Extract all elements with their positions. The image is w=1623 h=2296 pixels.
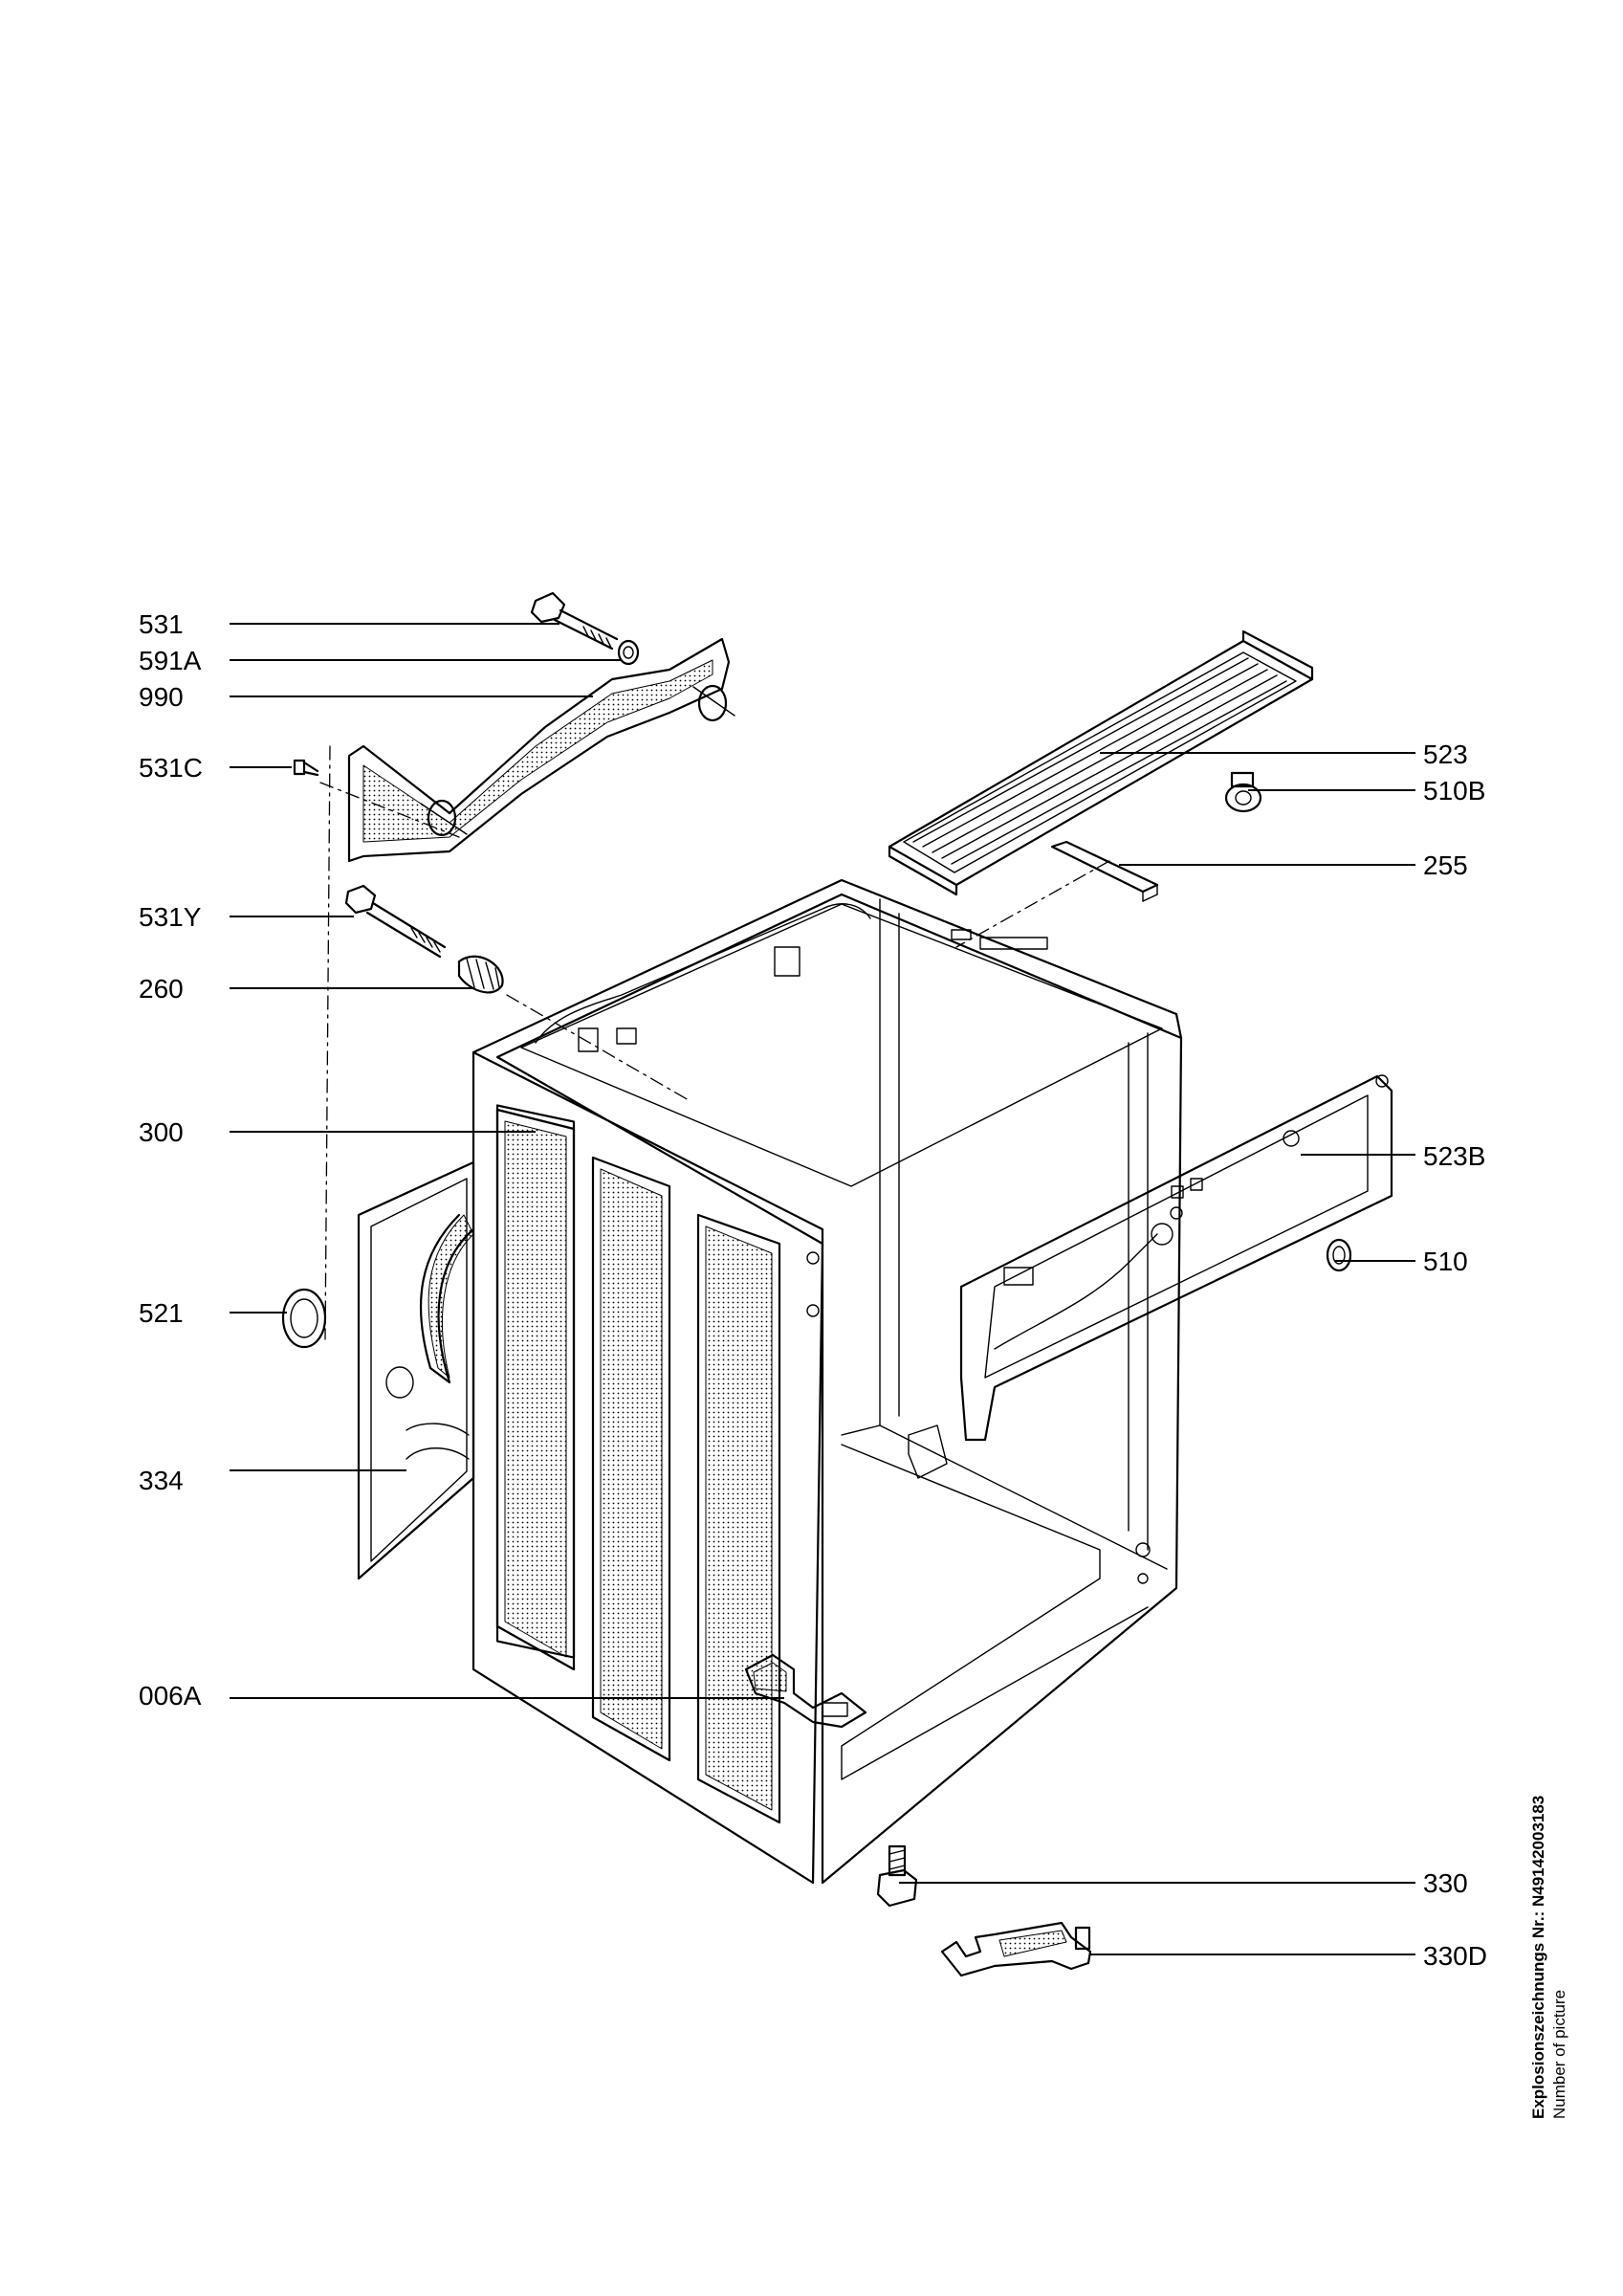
callout-label-260: 260 <box>139 974 184 1004</box>
bar-255-part <box>1050 840 1159 902</box>
callout-531: 531 <box>139 609 559 639</box>
top-grid-cover-523-part <box>888 629 1314 896</box>
callout-510b: 510B <box>1248 776 1485 806</box>
callout-523: 523 <box>1100 740 1468 769</box>
callout-334: 334 <box>139 1466 406 1495</box>
callout-label-300: 300 <box>139 1117 184 1147</box>
callout-521: 521 <box>139 1298 287 1328</box>
callout-label-591a: 591A <box>139 646 202 675</box>
callout-260: 260 <box>139 974 473 1004</box>
callout-531c: 531C <box>139 753 292 783</box>
bolt-531-part <box>530 591 619 651</box>
callout-label-510b: 510B <box>1423 776 1485 806</box>
callout-510: 510 <box>1334 1247 1468 1276</box>
callout-523b: 523B <box>1301 1141 1485 1171</box>
control-bracket-523b-part <box>959 1074 1393 1442</box>
callout-300: 300 <box>139 1117 536 1147</box>
callout-label-990: 990 <box>139 682 184 712</box>
callout-990: 990 <box>139 682 593 712</box>
bolt-531y-part <box>344 884 447 959</box>
cabinet-300-part <box>472 878 1183 1885</box>
callout-531y: 531Y <box>139 902 354 932</box>
callout-330d: 330D <box>1090 1941 1487 1971</box>
grommet-521-part <box>281 1288 327 1349</box>
callout-255: 255 <box>1119 850 1468 880</box>
callout-label-521: 521 <box>139 1298 184 1328</box>
screw-531c-part <box>293 759 319 777</box>
callout-label-523: 523 <box>1423 740 1468 769</box>
ring-510-part <box>1326 1238 1352 1272</box>
bracket-006a-part <box>744 1653 867 1729</box>
rear-panel-334-part <box>357 1160 475 1580</box>
wrench-330d-part <box>940 1921 1092 1977</box>
callout-330: 330 <box>899 1868 1468 1898</box>
drawing-number-title: Explosionszeichnungs Nr.: N49142003183 <box>1529 1795 1547 2119</box>
callout-label-334: 334 <box>139 1466 184 1495</box>
clip-510b-part <box>1224 771 1262 813</box>
callout-label-330: 330 <box>1423 1868 1468 1898</box>
callout-006a: 006A <box>139 1681 784 1711</box>
callout-label-006a: 006A <box>139 1681 202 1711</box>
foot-screw-330-part <box>876 1844 918 1908</box>
callout-label-510: 510 <box>1423 1247 1468 1276</box>
callout-label-531c: 531C <box>139 753 203 783</box>
drawing-number-subtitle: Number of picture <box>1550 1989 1568 2119</box>
spring-260-part <box>457 955 504 994</box>
callout-label-531: 531 <box>139 609 184 639</box>
callout-label-531y: 531Y <box>139 902 202 932</box>
callout-591a: 591A <box>139 646 622 675</box>
washer-591a-part <box>617 639 640 666</box>
callout-label-523b: 523B <box>1423 1141 1485 1171</box>
callout-label-330d: 330D <box>1423 1941 1487 1971</box>
callout-label-255: 255 <box>1423 850 1468 880</box>
bracket-990-part <box>347 637 735 863</box>
